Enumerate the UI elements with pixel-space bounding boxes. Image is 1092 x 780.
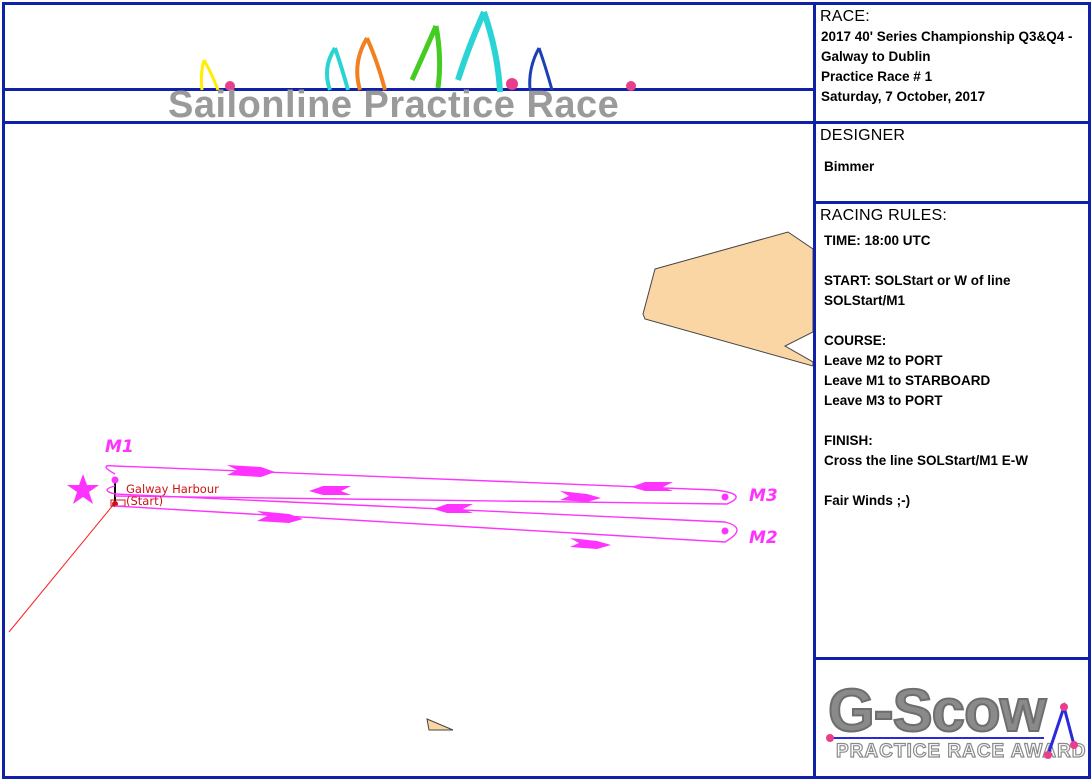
course-loop-m2 <box>106 485 738 543</box>
arrow-east-4 <box>570 538 611 549</box>
m3-buoy <box>721 493 729 501</box>
arrow-east-2 <box>257 511 303 523</box>
mark-label-m1: M1 <box>105 437 134 457</box>
mark-label-m2: M2 <box>749 528 778 548</box>
arrow-west-1 <box>309 486 351 495</box>
land-north-east <box>642 231 813 367</box>
rules-closing: Fair Winds ;-) <box>824 493 911 508</box>
banner-sails-graphic <box>199 10 636 93</box>
course-loop-m3 <box>105 464 737 505</box>
arrow-west-2 <box>433 504 473 513</box>
land-south <box>426 718 454 731</box>
rules-heading: RACING RULES: <box>820 207 948 224</box>
start-label: (Start) <box>126 494 163 508</box>
rules-course: COURSE: Leave M2 to PORT Leave M1 to STA… <box>824 333 991 408</box>
rules-time: TIME: 18:00 UTC <box>824 233 931 248</box>
designer-heading: DESIGNER <box>820 127 906 144</box>
award-logo-subtitle: PRACTICE RACE AWARD <box>835 740 1087 762</box>
arrow-east-1 <box>227 465 275 477</box>
race-line-1: 2017 40' Series Championship Q3&Q4 - <box>821 29 1073 44</box>
m2-buoy <box>721 527 729 535</box>
race-line-4: Saturday, 7 October, 2017 <box>821 89 986 104</box>
designer-divider <box>813 201 1091 204</box>
mark-label-m3: M3 <box>749 486 778 506</box>
arrow-east-3 <box>560 491 601 502</box>
course-map: M1 M3 M2 Galway Harbour (Start) <box>8 231 813 731</box>
award-logo-title: G-Scow <box>827 676 1047 745</box>
race-heading: RACE: <box>820 8 870 25</box>
rules-start: START: SOLStart or W of line SOLStart/M1 <box>824 273 1011 308</box>
arrow-west-3 <box>631 482 673 491</box>
award-logo-accent <box>1044 701 1078 759</box>
banner-title: Sailonline Practice Race <box>168 84 620 126</box>
start-star-icon <box>67 474 99 504</box>
sidebar-divider <box>813 2 816 779</box>
harbour-label: Galway Harbour <box>126 482 219 496</box>
rules-finish: FINISH: Cross the line SOLStart/M1 E-W <box>824 433 1029 468</box>
m1-buoy <box>111 476 119 484</box>
rhumb-line <box>8 503 115 633</box>
designer-name: Bimmer <box>824 159 875 174</box>
header-divider <box>2 121 1091 124</box>
race-line-3: Practice Race # 1 <box>821 69 933 84</box>
award-logo-underline <box>826 734 1044 742</box>
award-divider <box>813 657 1091 660</box>
race-line-2: Galway to Dublin <box>821 49 931 64</box>
banner-divider <box>2 88 815 91</box>
